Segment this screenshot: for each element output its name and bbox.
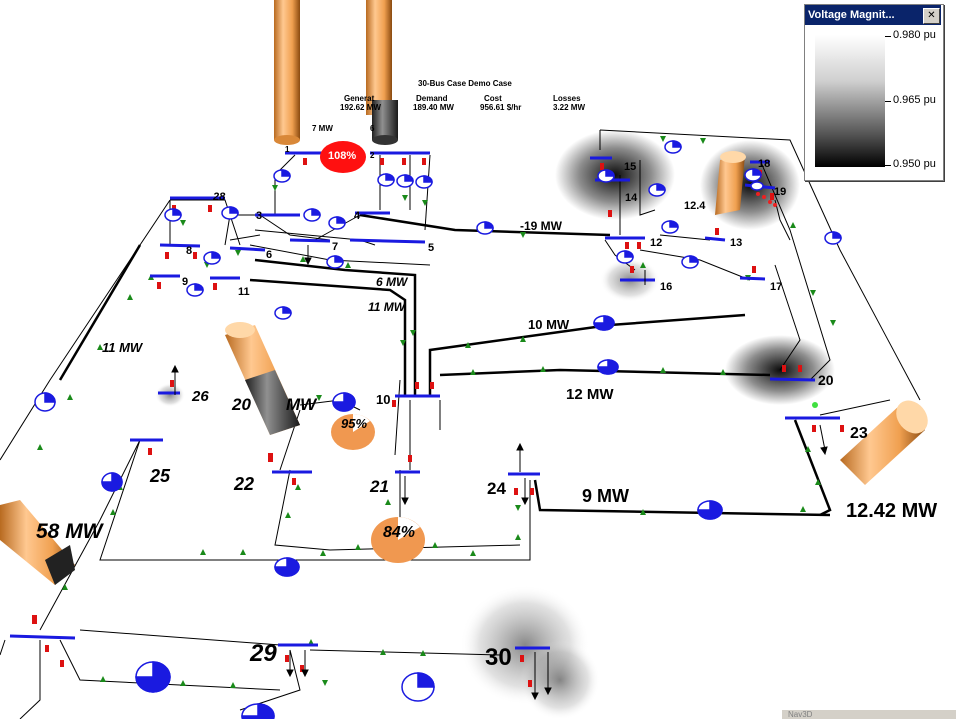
legend-title: Voltage Magnit... xyxy=(808,9,895,21)
bus-label-18: 18 xyxy=(758,158,770,170)
bus-label-24: 24 xyxy=(487,479,506,498)
loading-label-1-2: 108% xyxy=(328,150,356,162)
flow-label-9mw: 9 MW xyxy=(582,486,629,506)
demand-value: 189.40 MW xyxy=(413,103,454,112)
bus-label-28: 28 xyxy=(212,191,226,203)
generation-label: Generat xyxy=(344,94,375,103)
voltage-gradient-bar xyxy=(815,35,885,167)
loading-pie-trafo-10-22[interactable]: 95% xyxy=(331,414,375,450)
bus-label-30: 30 xyxy=(485,644,512,671)
flow-label-gen13: 12.4 xyxy=(684,200,706,212)
bus-label-26: 26 xyxy=(191,388,209,405)
flow-label-gen2: 6 xyxy=(370,124,375,133)
cost-value: 956.61 $/hr xyxy=(480,103,521,112)
voltage-legend-window[interactable]: Voltage Magnit... ✕ 0.980 pu 0.965 pu 0.… xyxy=(804,4,944,181)
nav3d-status: Nav3D xyxy=(782,709,956,719)
flow-label-minus19: -19 MW xyxy=(520,219,563,233)
bus-label-16: 16 xyxy=(660,281,672,293)
flow-label-11mw-left: 11 MW xyxy=(102,340,144,355)
bus-label-25: 25 xyxy=(149,466,171,486)
bus-label-9: 9 xyxy=(182,276,188,288)
bus-label-14: 14 xyxy=(625,192,638,204)
generator-1 xyxy=(274,0,300,145)
flow-label-gen27: 58 MW xyxy=(36,520,105,543)
bus-label-11: 11 xyxy=(238,286,250,298)
thick-lines xyxy=(60,215,830,515)
flow-label-11mw: 11 MW xyxy=(368,300,407,314)
legend-tick-mid xyxy=(885,101,891,102)
loading-label-10-22: 95% xyxy=(341,416,367,431)
bus-label-22: 22 xyxy=(233,474,254,494)
legend-tick-top xyxy=(885,36,891,37)
bus-label-1: 1 xyxy=(285,145,290,154)
legend-close-button[interactable]: ✕ xyxy=(923,8,940,24)
bus-label-15: 15 xyxy=(624,161,636,173)
bus-label-17: 17 xyxy=(770,281,782,293)
close-icon: ✕ xyxy=(927,10,935,21)
bus-label-10: 10 xyxy=(376,392,390,407)
case-title: 30-Bus Case Demo Case xyxy=(418,79,512,88)
legend-titlebar[interactable]: Voltage Magnit... xyxy=(805,5,941,25)
legend-label-mid: 0.965 pu xyxy=(893,94,936,106)
flow-label-gen1: 7 MW xyxy=(312,124,333,133)
bus-label-7: 7 xyxy=(332,241,338,253)
flow-label-10mw: 10 MW xyxy=(528,317,570,332)
demand-label: Demand xyxy=(416,94,448,103)
generator-22 xyxy=(225,322,300,435)
losses-label: Losses xyxy=(553,94,581,103)
bus-label-20: 20 xyxy=(818,372,834,388)
cost-label: Cost xyxy=(484,94,502,103)
bus-label-5: 5 xyxy=(428,242,434,254)
legend-label-top: 0.980 pu xyxy=(893,29,936,41)
bus-label-2: 2 xyxy=(370,151,375,160)
bus-label-19: 19 xyxy=(774,186,786,198)
breaker-markers xyxy=(32,158,844,687)
legend-tick-bottom xyxy=(885,165,891,166)
bus-label-13: 13 xyxy=(730,237,742,249)
flow-label-12mw: 12 MW xyxy=(566,386,614,403)
loading-pie-line-21-25[interactable]: 84% xyxy=(371,517,425,563)
bus-label-3: 3 xyxy=(256,210,262,222)
legend-label-bottom: 0.950 pu xyxy=(893,158,936,170)
flow-arrows xyxy=(37,136,836,688)
status-dot xyxy=(812,402,818,408)
losses-value: 3.22 MW xyxy=(553,103,585,112)
flow-label-gen22-a: 20 xyxy=(231,395,251,414)
flow-label-gen22-b: MW xyxy=(286,395,318,414)
bus-label-4: 4 xyxy=(354,210,361,222)
flow-label-6mw: 6 MW xyxy=(376,275,409,289)
bus-label-6: 6 xyxy=(266,249,272,261)
bus-label-8: 8 xyxy=(186,245,192,257)
generation-value: 192.62 MW xyxy=(340,103,381,112)
loading-label-21-25: 84% xyxy=(383,524,415,541)
bus-label-23: 23 xyxy=(850,425,868,442)
flow-label-gen23: 12.42 MW xyxy=(846,500,937,522)
bus-label-29: 29 xyxy=(249,640,277,667)
bus-label-21: 21 xyxy=(369,477,389,496)
loading-pie-line-1-2[interactable]: 108% xyxy=(320,141,366,173)
bus-label-12: 12 xyxy=(650,237,662,249)
